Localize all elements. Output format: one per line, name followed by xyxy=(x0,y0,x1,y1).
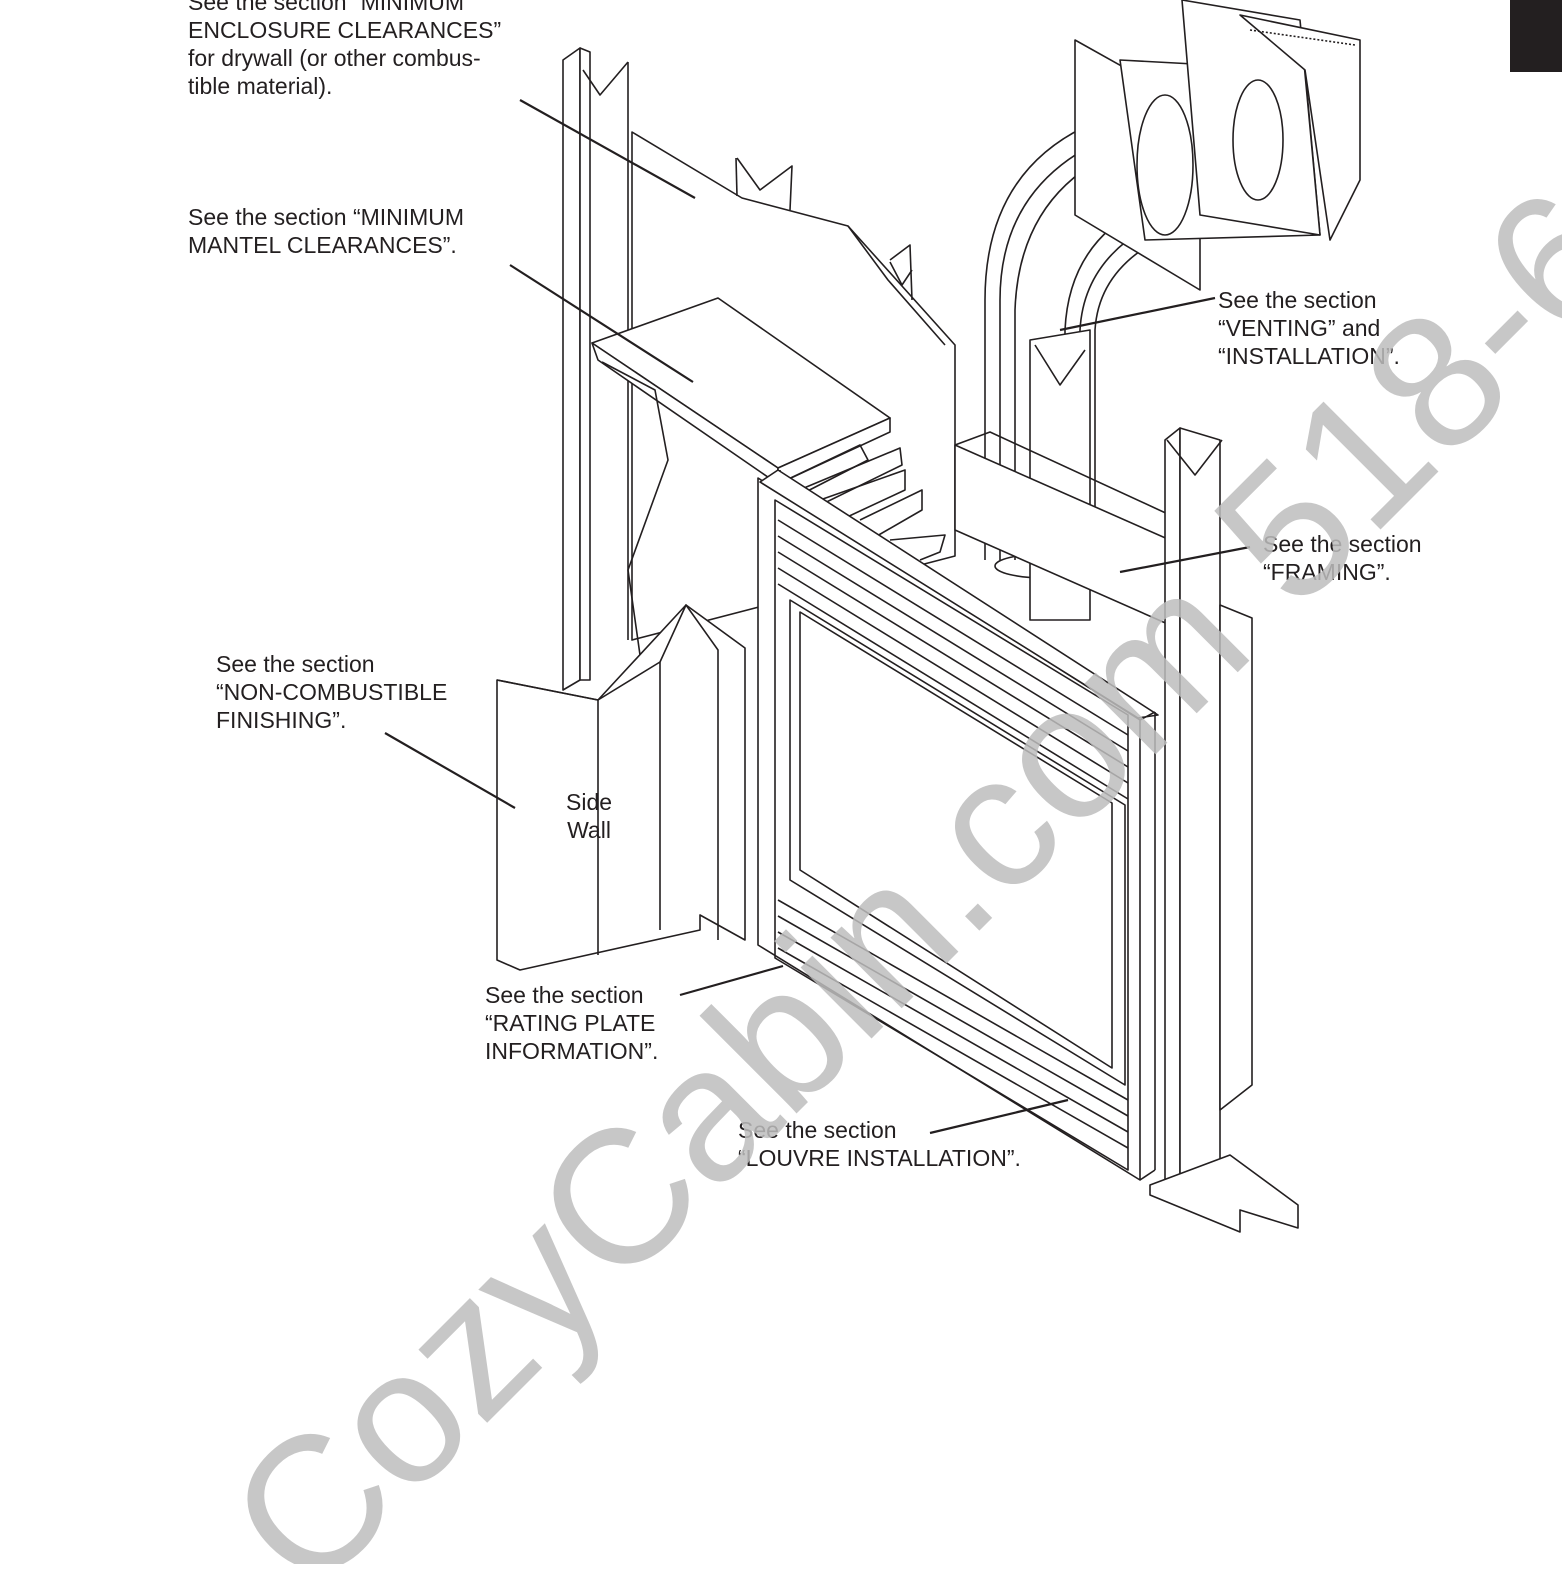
leader-framing xyxy=(1119,545,1251,574)
leader-rating xyxy=(679,964,784,997)
mantel-shelf xyxy=(591,297,946,656)
callout-venting: See the section “VENTING” and “INSTALLAT… xyxy=(1218,287,1400,369)
leader-noncombustible xyxy=(384,732,516,809)
firebox-side xyxy=(1219,604,1253,1111)
floor-plate xyxy=(1149,1154,1299,1233)
left-stud xyxy=(562,47,629,691)
leader-mantel xyxy=(509,264,694,383)
leader-venting xyxy=(1059,296,1216,332)
upper-louvres xyxy=(777,519,1129,800)
callout-enclosure: See the section “MINIMUM ENCLOSURE CLEAR… xyxy=(188,0,502,99)
leader-lines xyxy=(384,99,1251,1135)
lower-louvres xyxy=(777,899,1129,1149)
glass-door xyxy=(789,599,1126,1086)
right-stud xyxy=(1164,427,1223,1191)
callout-rating: See the section “RATING PLATE INFORMATIO… xyxy=(485,982,659,1064)
callout-mantel: See the section “MINIMUM MANTEL CLEARANC… xyxy=(188,204,465,258)
side-wall xyxy=(496,604,746,971)
callout-louvre: See the section “LOUVRE INSTALLATION”. xyxy=(738,1117,1021,1171)
callout-framing: See the section “FRAMING”. xyxy=(1263,531,1422,585)
side-wall-label: Side Wall xyxy=(566,789,613,843)
callout-noncombustible: See the section “NON-COMBUSTIBLE FINISHI… xyxy=(216,651,448,733)
leader-louvre xyxy=(929,1098,1069,1135)
vent-termination xyxy=(1074,0,1361,291)
page-corner-tab xyxy=(1510,0,1562,72)
leader-enclosure xyxy=(519,99,696,199)
